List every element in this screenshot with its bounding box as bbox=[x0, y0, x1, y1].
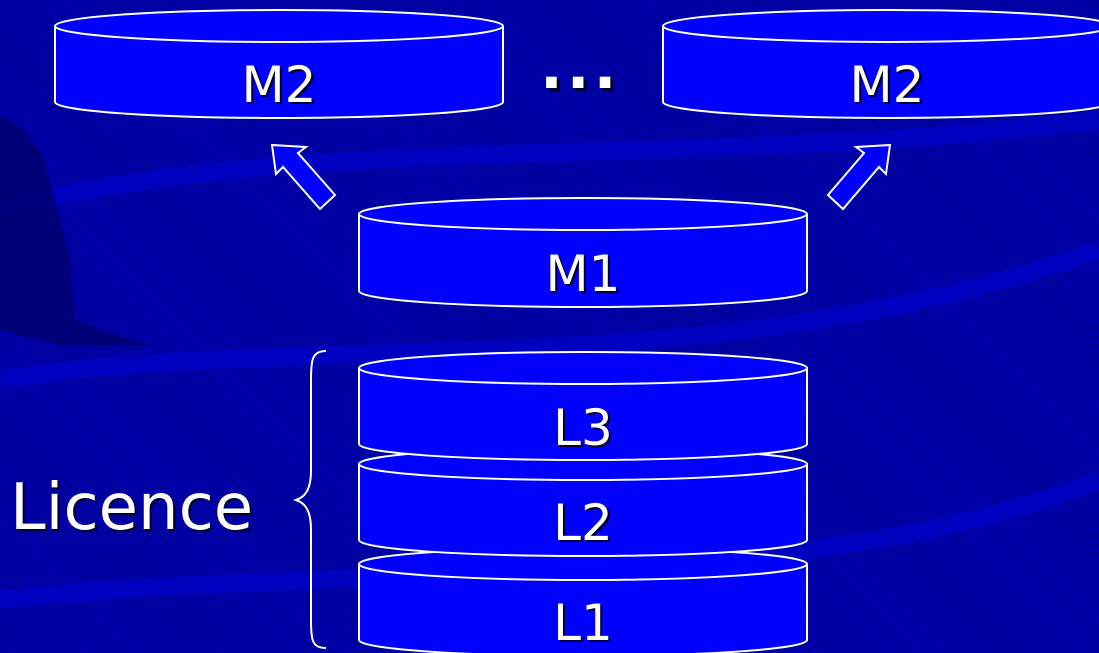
cylinder-m1-label: M1 bbox=[545, 245, 621, 303]
licence-label: Licence bbox=[10, 471, 254, 545]
cylinder-l2-label: L2 bbox=[553, 494, 613, 552]
figure-silhouette bbox=[0, 115, 150, 345]
cylinder-m2-left bbox=[54, 9, 504, 119]
cylinder-m2-left-label: M2 bbox=[241, 56, 317, 114]
cylinder-m2-right bbox=[662, 9, 1099, 119]
cylinder-m1 bbox=[358, 197, 808, 308]
cylinder-l3 bbox=[358, 351, 808, 461]
cylinder-l1 bbox=[358, 547, 808, 653]
ellipsis-text: ... bbox=[540, 33, 621, 103]
up-right-arrow-icon bbox=[826, 143, 892, 211]
up-left-arrow-icon bbox=[270, 143, 337, 211]
cylinder-l1-label: L1 bbox=[553, 594, 613, 652]
cylinder-l3-label: L3 bbox=[553, 399, 613, 457]
cylinder-m2-right-label: M2 bbox=[849, 56, 925, 114]
curly-brace-icon bbox=[292, 350, 327, 649]
